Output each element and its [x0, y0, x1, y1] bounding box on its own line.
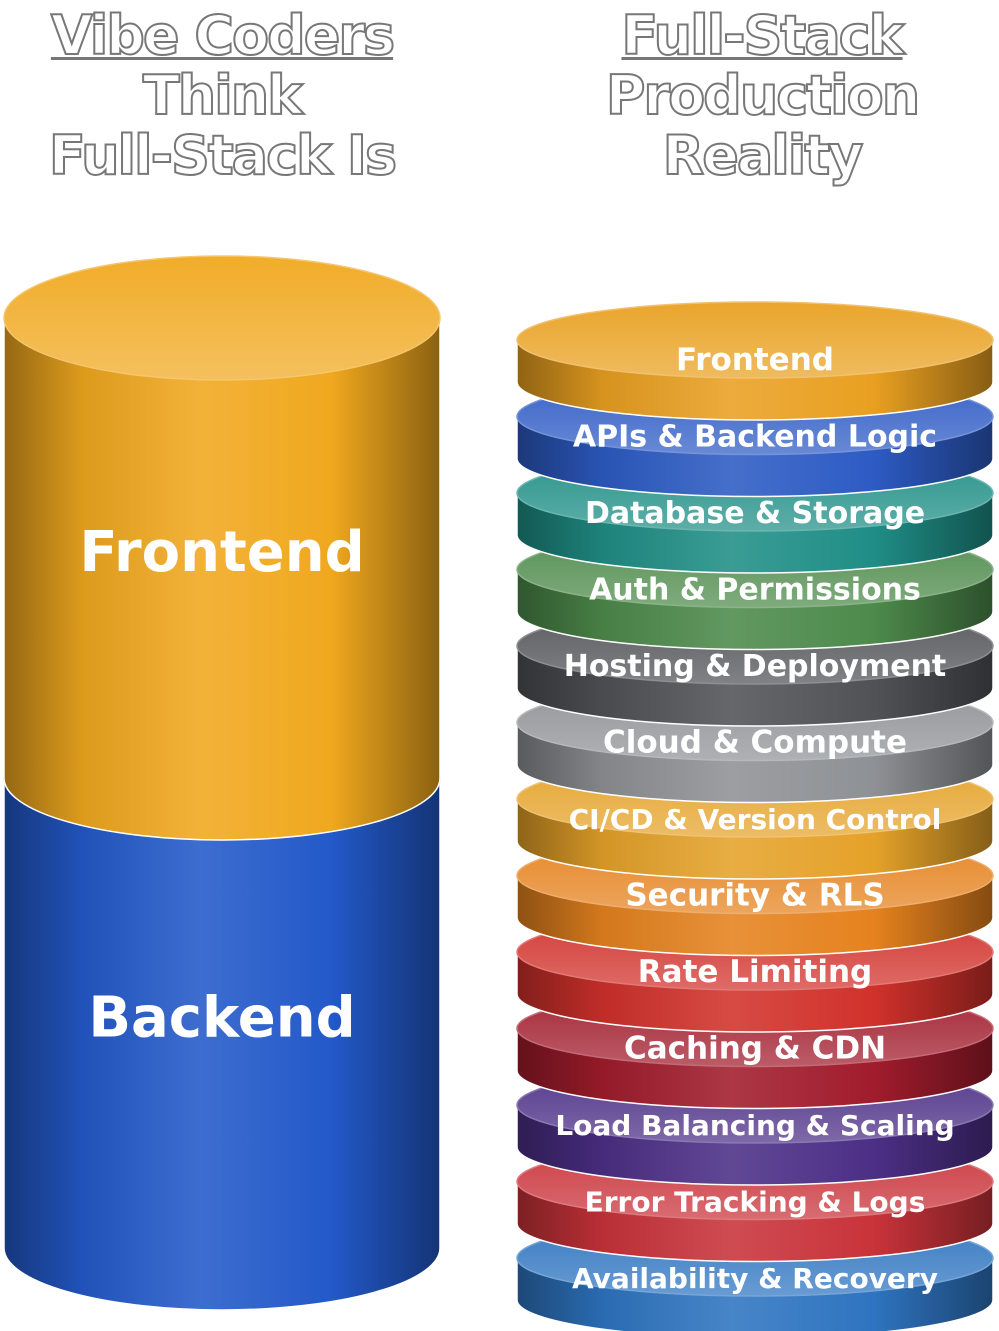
heading-left-line-1: Vibe Coders	[50, 4, 396, 67]
left-cylinder-1-side	[3, 777, 441, 1311]
heading-right-line-2: Production	[605, 64, 921, 127]
right-disc-label: Caching & CDN	[624, 1031, 886, 1067]
right-disc-label: Database & Storage	[585, 496, 925, 531]
heading-right: Full-Stack Production Reality	[552, 4, 972, 187]
right-disc-label: Availability & Recovery	[572, 1262, 938, 1295]
right-disc-label: Rate Limiting	[638, 954, 872, 990]
left-cylinder-label: Frontend	[79, 520, 364, 585]
right-disc-label: CI/CD & Version Control	[569, 803, 942, 836]
left-cylinder-label: Backend	[88, 986, 355, 1051]
right-disc-0: Frontend	[516, 301, 994, 421]
right-disc-label: Error Tracking & Logs	[585, 1186, 926, 1219]
right-disc-stack: Availability & Recovery Error Tracking & …	[516, 301, 994, 1331]
heading-right-line-1: Full-Stack	[620, 4, 905, 67]
right-disc-label: Auth & Permissions	[589, 573, 921, 608]
left-cylinder-0-top	[3, 255, 441, 381]
right-disc-label: Hosting & Deployment	[564, 649, 947, 684]
right-disc-label: Cloud & Compute	[603, 725, 907, 761]
heading-left-line-3: Full-Stack Is	[48, 124, 398, 187]
heading-left-line-2: Think	[142, 64, 304, 127]
left-cylinder-0: Frontend	[3, 255, 441, 841]
heading-left: Vibe Coders Think Full-Stack Is	[12, 4, 432, 187]
heading-right-line-3: Reality	[662, 124, 865, 187]
right-disc-label: APIs & Backend Logic	[573, 420, 937, 455]
left-cylinder-stack: Backend Frontend	[3, 255, 441, 1311]
right-disc-label: Load Balancing & Scaling	[555, 1109, 954, 1142]
right-disc-label: Security & RLS	[625, 878, 884, 914]
right-disc-0-top	[516, 301, 994, 379]
right-disc-label: Frontend	[676, 342, 834, 378]
left-cylinder-0-side	[3, 317, 441, 841]
